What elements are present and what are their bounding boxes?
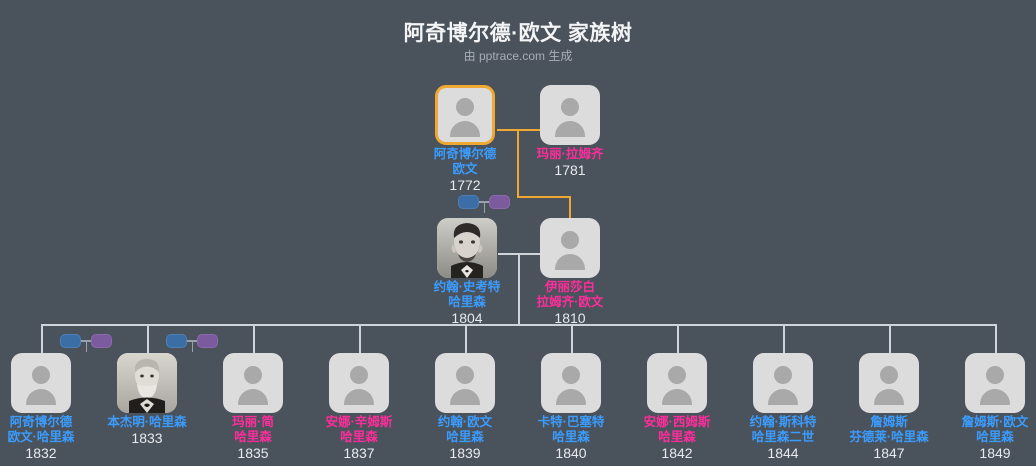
person-card[interactable]	[437, 218, 497, 278]
person-year: 1839	[449, 445, 481, 461]
child-drop	[571, 324, 573, 353]
person-year: 1835	[237, 445, 269, 461]
person-card[interactable]	[541, 353, 601, 413]
person-label: 玛丽·拉姆齐 1781	[498, 147, 642, 178]
blue-badge[interactable]	[166, 334, 187, 348]
purple-badge[interactable]	[489, 195, 510, 209]
person-label: 安娜·辛姆斯 哈里森 1837	[287, 415, 431, 461]
blue-badge[interactable]	[60, 334, 81, 348]
person-year: 1833	[131, 430, 163, 446]
avatar-placeholder-icon	[11, 353, 71, 413]
badge-connector	[479, 201, 489, 203]
person-name: 阿奇博尔德 欧文	[433, 147, 497, 176]
spouse-link-to-elizabeth	[569, 196, 571, 218]
avatar-placeholder-icon	[438, 88, 492, 142]
person-card[interactable]	[435, 353, 495, 413]
spouse-link-elbow	[517, 196, 571, 198]
person-card[interactable]	[435, 85, 495, 145]
sibling-bus	[41, 324, 996, 326]
person-year: 1840	[555, 445, 587, 461]
avatar-placeholder-icon	[541, 353, 601, 413]
person-card[interactable]	[223, 353, 283, 413]
person-label: 本杰明·哈里森 1833	[75, 415, 219, 446]
person-label: 约翰·斯科特 哈里森二世 1844	[711, 415, 855, 461]
person-card[interactable]	[329, 353, 389, 413]
avatar-placeholder-icon	[540, 85, 600, 145]
spouse-link-vertical	[517, 129, 519, 197]
person-name: 阿奇博尔德 欧文·哈里森	[7, 415, 75, 444]
person-name: 伊丽莎白 拉姆齐·欧文	[536, 280, 604, 309]
person-name: 詹姆斯 芬德莱·哈里森	[849, 415, 929, 444]
person-label: 詹姆斯·欧文 哈里森 1849	[923, 415, 1036, 461]
child-drop	[677, 324, 679, 353]
avatar-placeholder-icon	[435, 353, 495, 413]
person-year: 1849	[979, 445, 1011, 461]
person-name: 玛丽·简 哈里森	[232, 415, 274, 444]
person-year: 1772	[449, 177, 481, 193]
person-year: 1842	[661, 445, 693, 461]
purple-badge[interactable]	[91, 334, 112, 348]
badge-connector	[187, 340, 197, 342]
person-label: 卡特·巴塞特 哈里森 1840	[499, 415, 643, 461]
child-badge-group[interactable]	[166, 334, 218, 352]
avatar-placeholder-icon	[753, 353, 813, 413]
person-year: 1832	[25, 445, 57, 461]
person-year: 1847	[873, 445, 905, 461]
person-card[interactable]	[965, 353, 1025, 413]
person-name: 卡特·巴塞特 哈里森	[537, 415, 605, 444]
person-card[interactable]	[11, 353, 71, 413]
person-name: 约翰·欧文 哈里森	[437, 415, 493, 444]
child-drop	[889, 324, 891, 353]
page-subtitle: 由 pptrace.com 生成	[463, 49, 573, 63]
person-name: 约翰·斯科特 哈里森二世	[749, 415, 817, 444]
person-label: 伊丽莎白 拉姆齐·欧文 1810	[498, 280, 642, 326]
person-name: 安娜·辛姆斯 哈里森	[325, 415, 393, 444]
person-label: 詹姆斯 芬德莱·哈里森 1847	[817, 415, 961, 461]
person-name: 玛丽·拉姆齐	[536, 147, 604, 161]
avatar-placeholder-icon	[965, 353, 1025, 413]
child-drop	[147, 324, 149, 353]
person-label: 玛丽·简 哈里森 1835	[181, 415, 325, 461]
avatar-placeholder-icon	[223, 353, 283, 413]
avatar-placeholder-icon	[540, 218, 600, 278]
person-card[interactable]	[647, 353, 707, 413]
person-card[interactable]	[540, 218, 600, 278]
child-drop	[995, 324, 997, 353]
person-label: 安娜·西姆斯 哈里森 1842	[605, 415, 749, 461]
person-label: 阿奇博尔德 欧文·哈里森 1832	[0, 415, 113, 461]
badge-connector	[81, 340, 91, 342]
person-card[interactable]	[540, 85, 600, 145]
person-card[interactable]	[753, 353, 813, 413]
portrait-photo	[437, 218, 497, 278]
badge-stem	[483, 202, 485, 213]
person-year: 1844	[767, 445, 799, 461]
badge-stem	[191, 341, 193, 352]
person-year: 1781	[554, 162, 586, 178]
person-name: 詹姆斯·欧文 哈里森	[961, 415, 1029, 444]
child-drop	[465, 324, 467, 353]
person-label: 阿奇博尔德 欧文 1772	[393, 147, 537, 193]
avatar-placeholder-icon	[329, 353, 389, 413]
child-drop	[41, 324, 43, 353]
avatar-placeholder-icon	[647, 353, 707, 413]
child-badge-group[interactable]	[60, 334, 112, 352]
parent-badge-group[interactable]	[458, 195, 510, 213]
person-label: 约翰·欧文 哈里森 1839	[393, 415, 537, 461]
child-drop	[253, 324, 255, 353]
avatar-placeholder-icon	[859, 353, 919, 413]
portrait-photo	[117, 353, 177, 413]
blue-badge[interactable]	[458, 195, 479, 209]
person-name: 安娜·西姆斯 哈里森	[643, 415, 711, 444]
child-drop	[359, 324, 361, 353]
person-name: 本杰明·哈里森	[107, 415, 187, 429]
person-card[interactable]	[117, 353, 177, 413]
child-drop	[783, 324, 785, 353]
page-title: 阿奇博尔德·欧文 家族树	[403, 22, 633, 45]
person-card[interactable]	[859, 353, 919, 413]
parent-to-children-stem	[518, 253, 520, 324]
person-year: 1837	[343, 445, 375, 461]
badge-stem	[85, 341, 87, 352]
purple-badge[interactable]	[197, 334, 218, 348]
